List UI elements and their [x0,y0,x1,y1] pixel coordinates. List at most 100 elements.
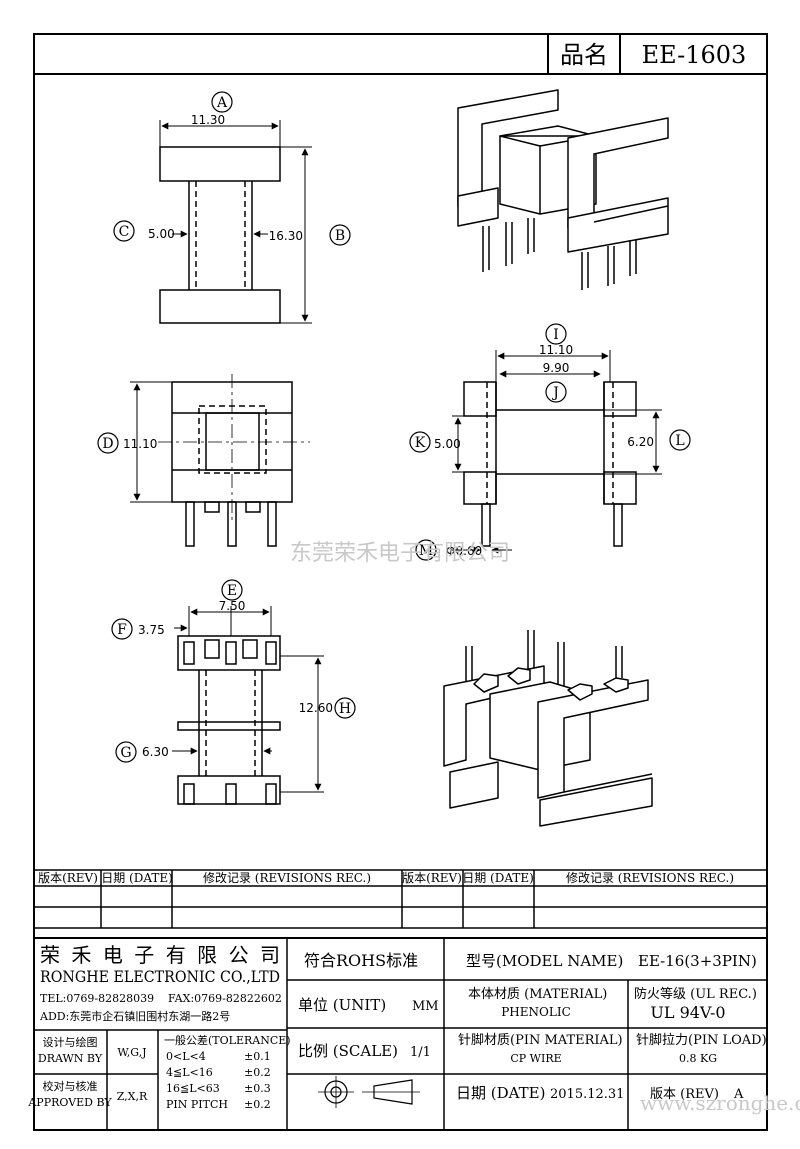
rev-header-date-1: 日期 (DATE) [101,871,173,885]
svg-text:B: B [335,228,345,244]
svg-text:A: A [216,95,228,111]
tolerance-row-value: ±0.2 [244,1098,271,1111]
rev-value: A [733,1087,744,1102]
scale-label: 比例 (SCALE) [298,1042,398,1060]
marker-e: E [221,579,243,601]
dim-g-label: 6.30 [142,745,169,759]
svg-text:H: H [339,701,351,717]
model-label: 型号(MODEL NAME) [466,952,623,970]
ul-value: UL 94V-0 [650,1003,725,1022]
tolerance-row-range: 0<L<4 [166,1050,206,1063]
marker-m: M [415,539,437,561]
svg-text:G: G [120,745,131,761]
material-value: PHENOLIC [501,1005,571,1019]
svg-text:C: C [119,224,130,240]
model-value: EE-16(3+3PIN) [638,952,757,970]
company-name-cn: 荣禾电子有限公司 [40,943,280,967]
dim-a-label: 11.30 [191,113,225,127]
marker-j: J [545,381,567,403]
svg-text:E: E [227,583,237,599]
marker-f: F [111,618,133,640]
dim-e-label: 7.50 [219,599,246,613]
svg-text:L: L [675,433,684,449]
marker-i: I [545,323,567,345]
pin-material-label: 针脚材质(PIN MATERIAL) [458,1032,623,1048]
unit-label: 单位 (UNIT) [298,996,386,1014]
approve-label: 校对与核准 [43,1079,98,1093]
company-name-en: RONGHE ELECTRONIC CO.,LTD [40,967,280,986]
rev-header-rev-2: 版本(REV) [402,871,462,885]
dim-c-label: 5.00 [148,227,175,241]
svg-text:F: F [117,622,127,638]
sheet-frame [33,33,768,1131]
rev-header-rec-1: 修改记录 (REVISIONS REC.) [203,870,371,885]
rev-header-rec-2: 修改记录 (REVISIONS REC.) [566,870,734,885]
bottom-view [172,606,324,805]
design-label-en: DRAWN BY [38,1052,103,1065]
rev-header-rev-1: 版本(REV) [38,871,98,885]
dim-l-label: 6.20 [627,435,654,449]
marker-a: A [211,91,233,113]
pin-load-label: 针脚拉力(PIN LOAD) [636,1032,767,1048]
side-view [450,350,662,554]
projection-symbol [318,1076,420,1108]
watermark-company: 东莞荣禾电子有限公司 [290,541,510,566]
iso-view-top [457,89,669,290]
dim-b-label: 16.30 [269,229,303,243]
dim-k-label: 5.00 [434,437,461,451]
part-name-label: 品名 [560,41,608,69]
svg-text:K: K [415,435,426,451]
material-label: 本体材质 (MATERIAL) [468,987,607,1002]
bottom-flange [159,289,281,324]
dim-j-label: 9.90 [543,361,570,375]
iso-view-bottom [443,630,653,827]
title-block [34,937,767,1130]
company-fax: FAX:0769-82822602 [168,992,282,1005]
company-address: ADD:东莞市企石镇旧围村东湖一路2号 [39,1009,230,1023]
svg-text:J: J [551,385,559,401]
scale-value: 1/1 [410,1045,431,1060]
svg-text:M: M [419,543,433,559]
dim-i-label: 11.10 [539,343,573,357]
dim-h-label: 12.60 [299,701,333,715]
approve-label-en: APPROVED BY [27,1096,112,1109]
watermark-url: www.szronghe.cn [640,1091,800,1115]
top-flange [159,146,281,182]
company-tel: TEL:0769-82828039 [40,992,154,1005]
pin-load-value: 0.8 KG [679,1052,717,1065]
part-number: EE-1603 [642,41,747,69]
top-view [159,120,312,324]
tolerance-row-range: 4≦L<16 [166,1066,213,1079]
marker-c: C [113,220,135,242]
tolerance-row-value: ±0.3 [244,1082,271,1095]
dim-m-label: Φ0.60 [446,544,482,558]
marker-l: L [669,429,691,451]
tolerance-title: 一般公差(TOLERANCE) [164,1033,291,1047]
rev-label: 版本 (REV) [650,1087,719,1102]
marker-k: K [409,431,431,453]
marker-g: G [115,741,137,763]
tolerance-row-value: ±0.1 [244,1050,271,1063]
tolerance-rows: 0<L<4 ±0.1 4≦L<16 ±0.2 16≦L<63 ±0.3 PIN … [166,1050,271,1111]
dim-d-label: 11.10 [123,437,157,451]
unit-value: MM [412,999,439,1014]
pin-material-value: CP WIRE [510,1052,561,1065]
design-value: W,G,J [117,1046,146,1059]
tolerance-row-range: PIN PITCH [166,1098,228,1111]
design-label: 设计与绘图 [43,1035,98,1049]
marker-d: D [97,432,119,454]
svg-text:D: D [102,436,113,452]
revision-table [33,869,768,929]
svg-text:I: I [553,327,559,343]
front-view [130,374,310,547]
marker-b: B [329,224,351,246]
rohs-label: 符合ROHS标准 [304,951,418,970]
date-label: 日期 (DATE) [456,1084,545,1102]
rev-header-date-2: 日期 (DATE) [462,871,534,885]
ul-label: 防火等级 (UL REC.) [634,986,757,1002]
dim-f-label: 3.75 [138,623,165,637]
tolerance-row-value: ±0.2 [244,1066,271,1079]
approve-value: Z,X,R [117,1090,148,1103]
marker-h: H [334,697,356,719]
